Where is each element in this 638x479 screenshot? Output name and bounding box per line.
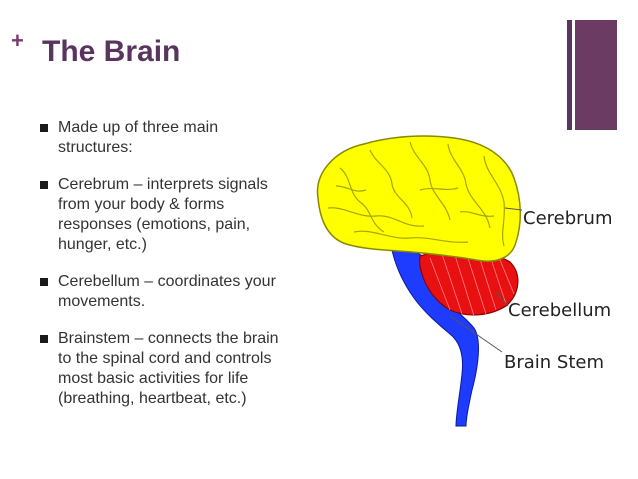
brain-diagram: Cerebrum Cerebellum Brain Stem (300, 128, 630, 448)
cerebrum-label: Cerebrum (523, 208, 613, 229)
slide-title: The Brain (42, 35, 181, 68)
bullet-text: Brainstem – connects the brain to the sp… (58, 330, 279, 407)
cerebrum-folds (327, 141, 506, 247)
cerebellum-folds (429, 251, 515, 317)
bullet-item: Cerebrum – interprets signals from your … (38, 175, 294, 255)
plus-icon: + (11, 28, 24, 53)
square-bullet-icon (40, 124, 48, 132)
bullet-list: Made up of three main structures: Cerebr… (38, 118, 294, 426)
square-bullet-icon (40, 278, 48, 286)
bullet-text: Cerebrum – interprets signals from your … (58, 176, 268, 253)
brain-stem-pointer-line (449, 315, 503, 353)
square-bullet-icon (40, 181, 48, 189)
decorative-bar-thick (575, 20, 617, 130)
brain-illustration (316, 135, 523, 427)
cerebrum-pointer-line (504, 207, 523, 211)
square-bullet-icon (40, 335, 48, 343)
bullet-text: Cerebellum – coordinates your movements. (58, 273, 276, 310)
brain-stem-label: Brain Stem (504, 352, 605, 373)
bullet-item: Cerebellum – coordinates your movements. (38, 272, 294, 312)
cerebrum-shape (316, 135, 522, 262)
bullet-item: Made up of three main structures: (38, 118, 294, 158)
decorative-bar-thin (567, 20, 572, 130)
bullet-item: Brainstem – connects the brain to the sp… (38, 329, 294, 409)
bullet-text: Made up of three main structures: (58, 119, 219, 156)
cerebellum-pointer-line (495, 291, 509, 307)
cerebellum-label: Cerebellum (508, 300, 612, 321)
